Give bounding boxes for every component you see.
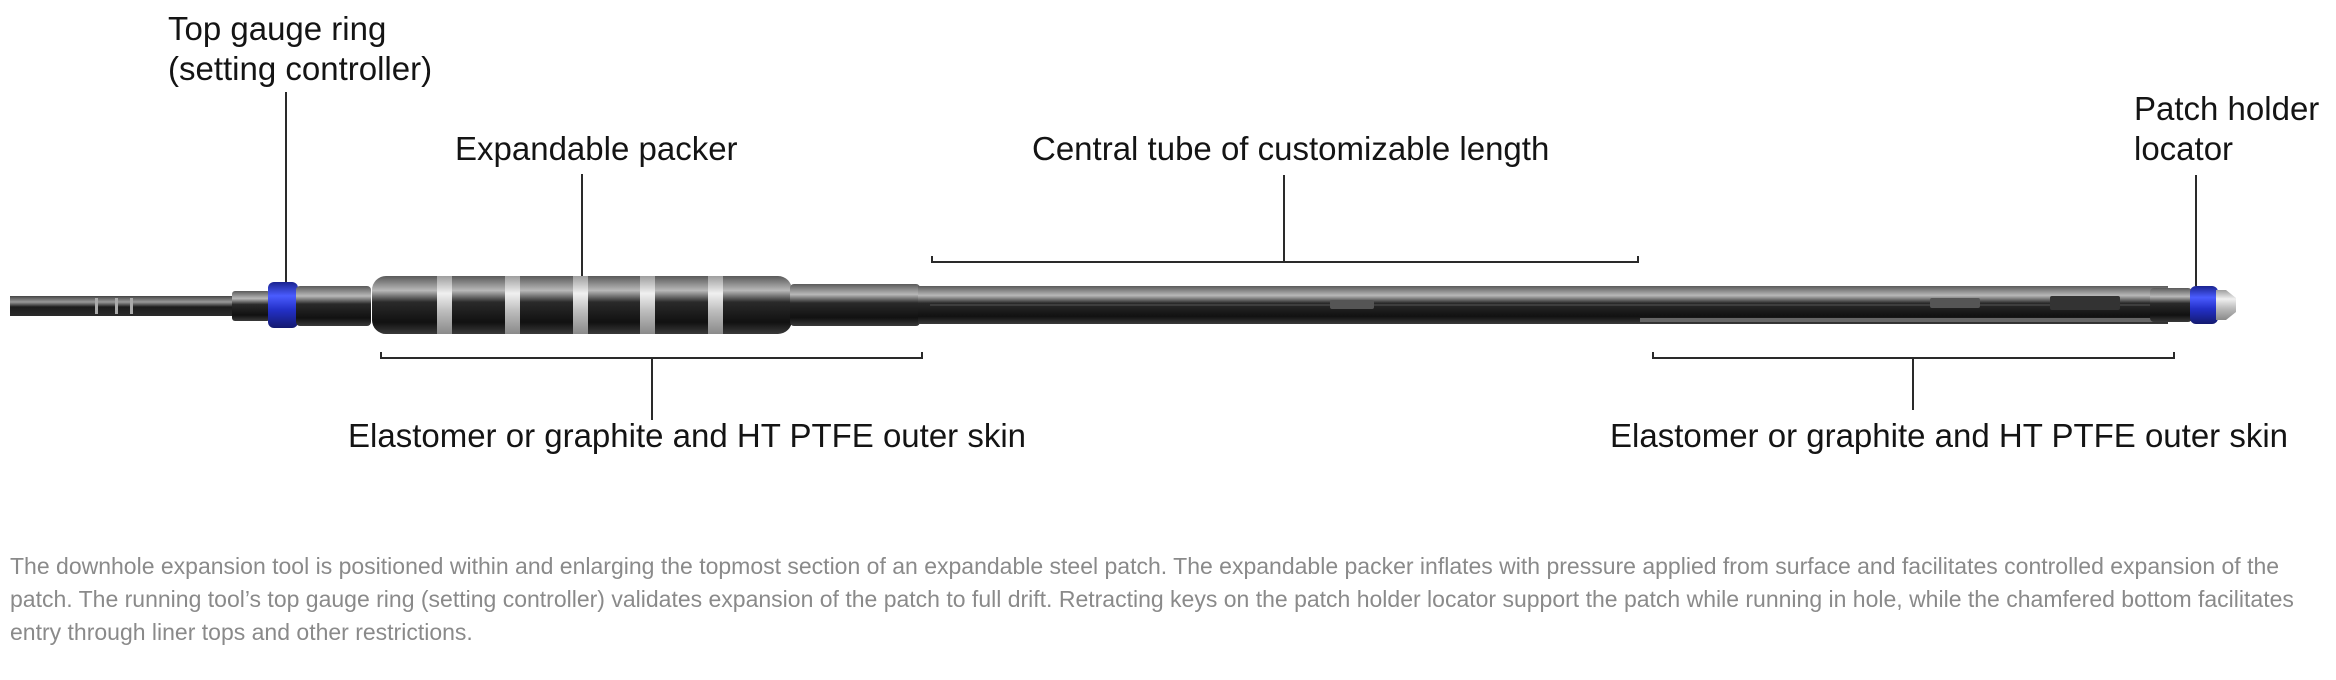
expandable-packer-part <box>372 276 792 334</box>
label-patch-holder-locator: Patch holder locator <box>2134 89 2319 169</box>
label-top-gauge-ring-line2: (setting controller) <box>168 50 433 87</box>
label-expandable-packer: Expandable packer <box>455 130 738 167</box>
bracket-outer-skin-left <box>380 352 923 359</box>
caption-text: The downhole expansion tool is positione… <box>10 553 2294 645</box>
label-patch-holder-locator-line1: Patch holder <box>2134 90 2320 127</box>
label-outer-skin-left: Elastomer or graphite and HT PTFE outer … <box>348 417 1027 454</box>
patch-holder-locator-part <box>2150 286 2236 324</box>
label-outer-skin-right: Elastomer or graphite and HT PTFE outer … <box>1610 417 2289 454</box>
bracket-outer-skin-right <box>1652 352 2175 359</box>
top-gauge-ring-part <box>268 282 371 328</box>
connector-sub <box>790 284 920 326</box>
label-top-gauge-ring-line1: Top gauge ring <box>168 10 387 47</box>
label-top-gauge-ring: Top gauge ring (setting controller) <box>168 9 432 89</box>
tool-diagram <box>10 92 2236 420</box>
label-central-tube: Central tube of customizable length <box>1032 130 1550 167</box>
label-patch-holder-locator-line2: locator <box>2134 130 2234 167</box>
central-tube-part <box>918 286 2168 324</box>
drill-pipe <box>10 291 270 321</box>
leader-lines <box>285 92 2197 420</box>
